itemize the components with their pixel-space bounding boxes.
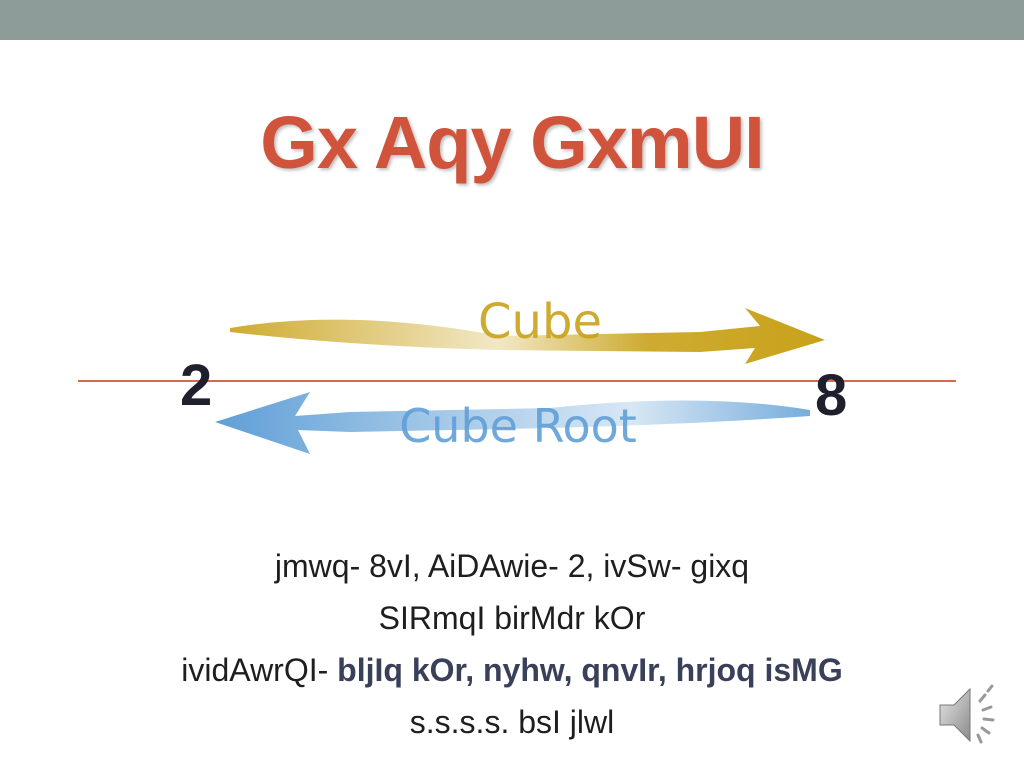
forward-arrow: Cube (230, 294, 825, 364)
body-line-2: SIRmqI birMdr kOr (378, 600, 646, 636)
slide-title: Gx Aqy GxmUI (260, 101, 764, 184)
backward-arrow-label: Cube Root (399, 399, 637, 453)
forward-arrow-label: Cube (478, 294, 602, 350)
body-line-4: s.s.s.s. bsI jlwl (409, 704, 615, 740)
divider-line (78, 380, 956, 382)
body-text-block: jmwq- 8vI, AiDAwie- 2, ivSw- gixq SIRmqI… (0, 540, 1024, 748)
body-line-3: ividAwrQI- bljIq kOr, nyhw, qnvIr, hrjoq… (0, 644, 1024, 696)
number-left: 2 (180, 353, 213, 418)
cube-arrows-graphic: Cube Cube Root (215, 294, 825, 454)
backward-arrow: Cube Root (215, 392, 810, 454)
body-line-1: jmwq- 8vI, AiDAwie- 2, ivSw- gixq (274, 548, 750, 584)
speaker-icon[interactable] (936, 683, 1006, 747)
number-right: 8 (815, 363, 848, 428)
body-line-3-bold: bljIq kOr, nyhw, qnvIr, hrjoq isMG (337, 652, 843, 688)
body-line-3-prefix: ividAwrQI- (181, 652, 338, 688)
top-decorative-bar (0, 0, 1024, 40)
